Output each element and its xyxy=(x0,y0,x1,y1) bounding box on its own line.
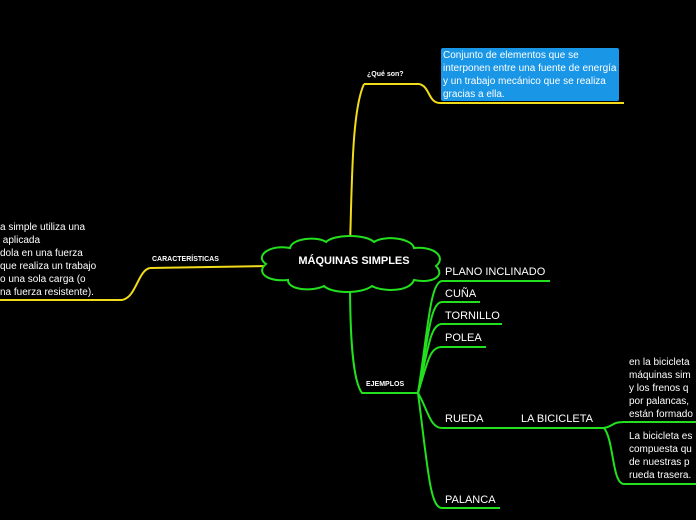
ejemplo-tornillo[interactable]: TORNILLO xyxy=(445,310,500,322)
ejemplos-label[interactable]: EJEMPLOS xyxy=(366,381,405,388)
connector-plano-inclinado xyxy=(417,280,550,394)
que-son-label[interactable]: ¿Qué son? xyxy=(367,71,404,78)
connector-rueda xyxy=(417,392,604,429)
bicicleta-note-2[interactable]: La bicicleta es compuesta qu de nuestras… xyxy=(629,431,693,481)
bicicleta-label[interactable]: LA BICICLETA xyxy=(521,413,593,425)
ejemplo-plano-inclinado[interactable]: PLANO INCLINADO xyxy=(445,266,546,278)
connector-palanca xyxy=(417,392,500,509)
connector-polea xyxy=(417,346,486,394)
ejemplo-polea[interactable]: POLEA xyxy=(445,332,482,344)
central-topic[interactable]: MÁQUINAS SIMPLES xyxy=(298,255,410,267)
connector-que-son xyxy=(349,83,365,247)
que-son-definition[interactable]: Conjunto de elementos que se interponen … xyxy=(441,48,619,101)
connector-bicicleta-note2 xyxy=(603,427,696,485)
connector-que-son-definition xyxy=(418,83,624,104)
connector-bicicleta-note1 xyxy=(603,421,696,429)
central-cloud-shape xyxy=(260,235,441,293)
bicicleta-note-1[interactable]: en la bicicleta máquinas sim y los freno… xyxy=(629,357,693,420)
connector-caracteristicas-text xyxy=(0,267,151,301)
caracteristicas-text[interactable]: a simple utiliza una aplicada dola en un… xyxy=(0,222,97,298)
caracteristicas-label[interactable]: CARACTERÍSTICAS xyxy=(152,256,219,263)
ejemplo-cuna[interactable]: CUÑA xyxy=(445,288,477,300)
connector-tornillo xyxy=(417,323,502,394)
connector-ejemplos xyxy=(349,279,418,394)
ejemplo-palanca[interactable]: PALANCA xyxy=(445,494,496,506)
ejemplo-rueda[interactable]: RUEDA xyxy=(445,413,484,425)
connector-caracteristicas xyxy=(149,265,271,269)
